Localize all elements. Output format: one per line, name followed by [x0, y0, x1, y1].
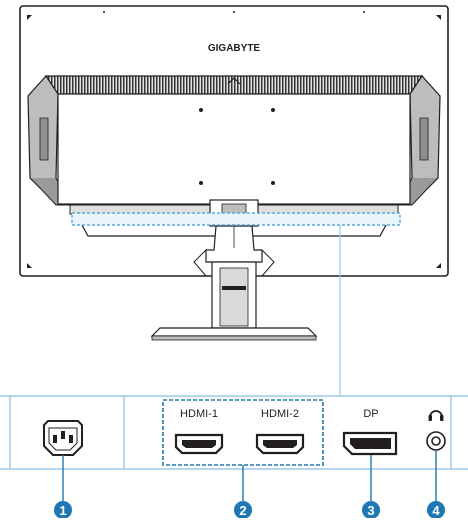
hdmi-2-port-icon	[255, 433, 305, 455]
hdmi-2-label: HDMI-2	[261, 408, 299, 420]
callout-1-circle	[54, 501, 72, 518]
audio-jack-icon	[426, 431, 446, 451]
iec-power-inlet-icon	[43, 420, 83, 456]
hdmi-1-port-icon	[174, 433, 224, 455]
callout-1: 1	[59, 503, 67, 518]
callout-3: 3	[367, 503, 375, 518]
callout-4-circle	[427, 501, 445, 518]
monitor-stand	[150, 199, 318, 341]
hdmi-1-label: HDMI-1	[180, 408, 218, 420]
callout-2-circle	[234, 501, 252, 518]
displayport-icon	[342, 431, 398, 456]
brand-logo: GIGABYTE	[208, 43, 261, 54]
headphone-icon	[428, 410, 444, 421]
callout-circles	[54, 501, 445, 518]
callout-2: 2	[239, 503, 247, 518]
callout-leaders	[62, 450, 437, 503]
dp-label: DP	[363, 408, 379, 420]
port-area-highlight	[71, 212, 401, 396]
port-panel	[0, 395, 468, 470]
callout-4: 4	[432, 503, 440, 518]
callout-3-circle	[362, 501, 380, 518]
